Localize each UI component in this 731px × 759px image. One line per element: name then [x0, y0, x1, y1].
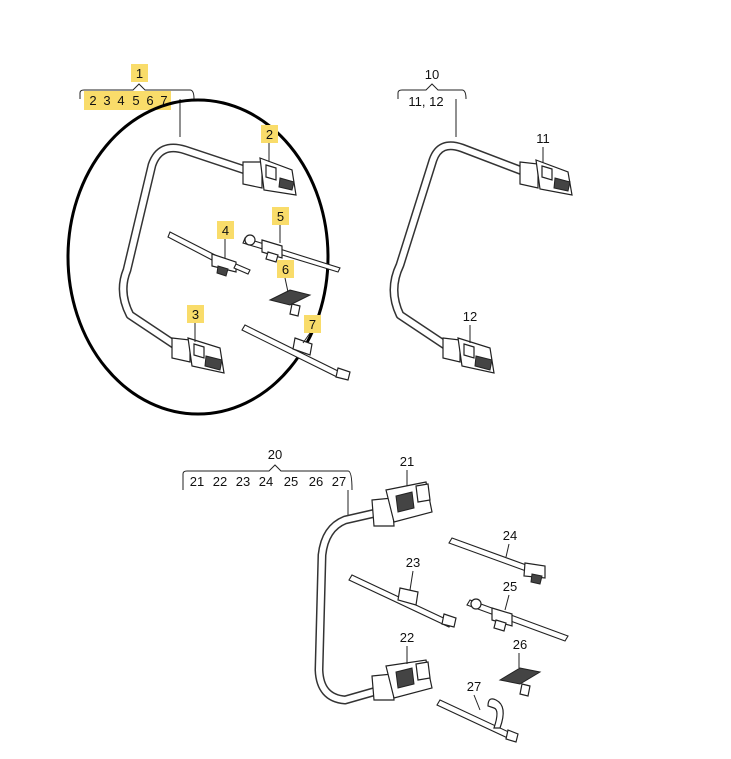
cable-tie-5 [242, 234, 341, 273]
sublabel-2: 2 [89, 93, 96, 108]
cable-harness-10 [389, 141, 530, 350]
sublabel-11-12: 11, 12 [408, 94, 443, 109]
sublabel-24: 24 [259, 474, 273, 489]
label-1: 1 [136, 66, 143, 81]
label-10: 10 [425, 67, 439, 82]
callout-25: 25 [503, 579, 517, 594]
highlight-circle [66, 98, 330, 416]
cable-tie-23 [348, 574, 457, 628]
sublabel-25: 25 [284, 474, 298, 489]
connector-22 [371, 659, 433, 701]
sublabel-23: 23 [236, 474, 250, 489]
callout-21: 21 [400, 454, 414, 469]
connector-3 [171, 337, 225, 374]
callout-24: 24 [503, 528, 517, 543]
sublabel-3: 3 [103, 93, 110, 108]
sublabel-4: 4 [117, 93, 124, 108]
callout-22: 22 [400, 630, 414, 645]
callout-11: 11 [536, 131, 550, 146]
callout-2: 2 [266, 127, 273, 142]
callout-23: 23 [406, 555, 420, 570]
callout-26: 26 [513, 637, 527, 652]
group-10: 10 11, 12 11 12 [389, 67, 573, 374]
cable-tie-24 [448, 537, 546, 585]
sublabel-21: 21 [190, 474, 204, 489]
cable-harness-1 [118, 143, 250, 350]
callout-27: 27 [467, 679, 481, 694]
cable-tie-7 [241, 324, 351, 381]
sublabel-27: 27 [332, 474, 346, 489]
connector-11 [519, 159, 573, 196]
group-1: 1 2 3 4 5 6 7 [66, 64, 351, 416]
clip-6 [268, 289, 312, 317]
group-20: 20 21 22 23 24 25 26 27 [182, 447, 569, 743]
connector-21 [371, 481, 433, 527]
sublabel-7: 7 [160, 93, 167, 108]
sublabel-6: 6 [146, 93, 153, 108]
connector-2 [242, 157, 297, 196]
cable-tie-4 [167, 231, 251, 277]
clip-26 [498, 667, 542, 697]
callout-12: 12 [463, 309, 477, 324]
callout-6: 6 [282, 262, 289, 277]
sublabel-26: 26 [309, 474, 323, 489]
connector-12 [442, 337, 495, 374]
callout-5: 5 [277, 209, 284, 224]
cable-tie-25 [466, 598, 569, 642]
callout-4: 4 [222, 223, 229, 238]
sublabel-5: 5 [132, 93, 139, 108]
sublabel-22: 22 [213, 474, 227, 489]
callout-7: 7 [309, 317, 316, 332]
clip-27 [436, 698, 519, 743]
label-20: 20 [268, 447, 282, 462]
callout-3: 3 [192, 307, 199, 322]
